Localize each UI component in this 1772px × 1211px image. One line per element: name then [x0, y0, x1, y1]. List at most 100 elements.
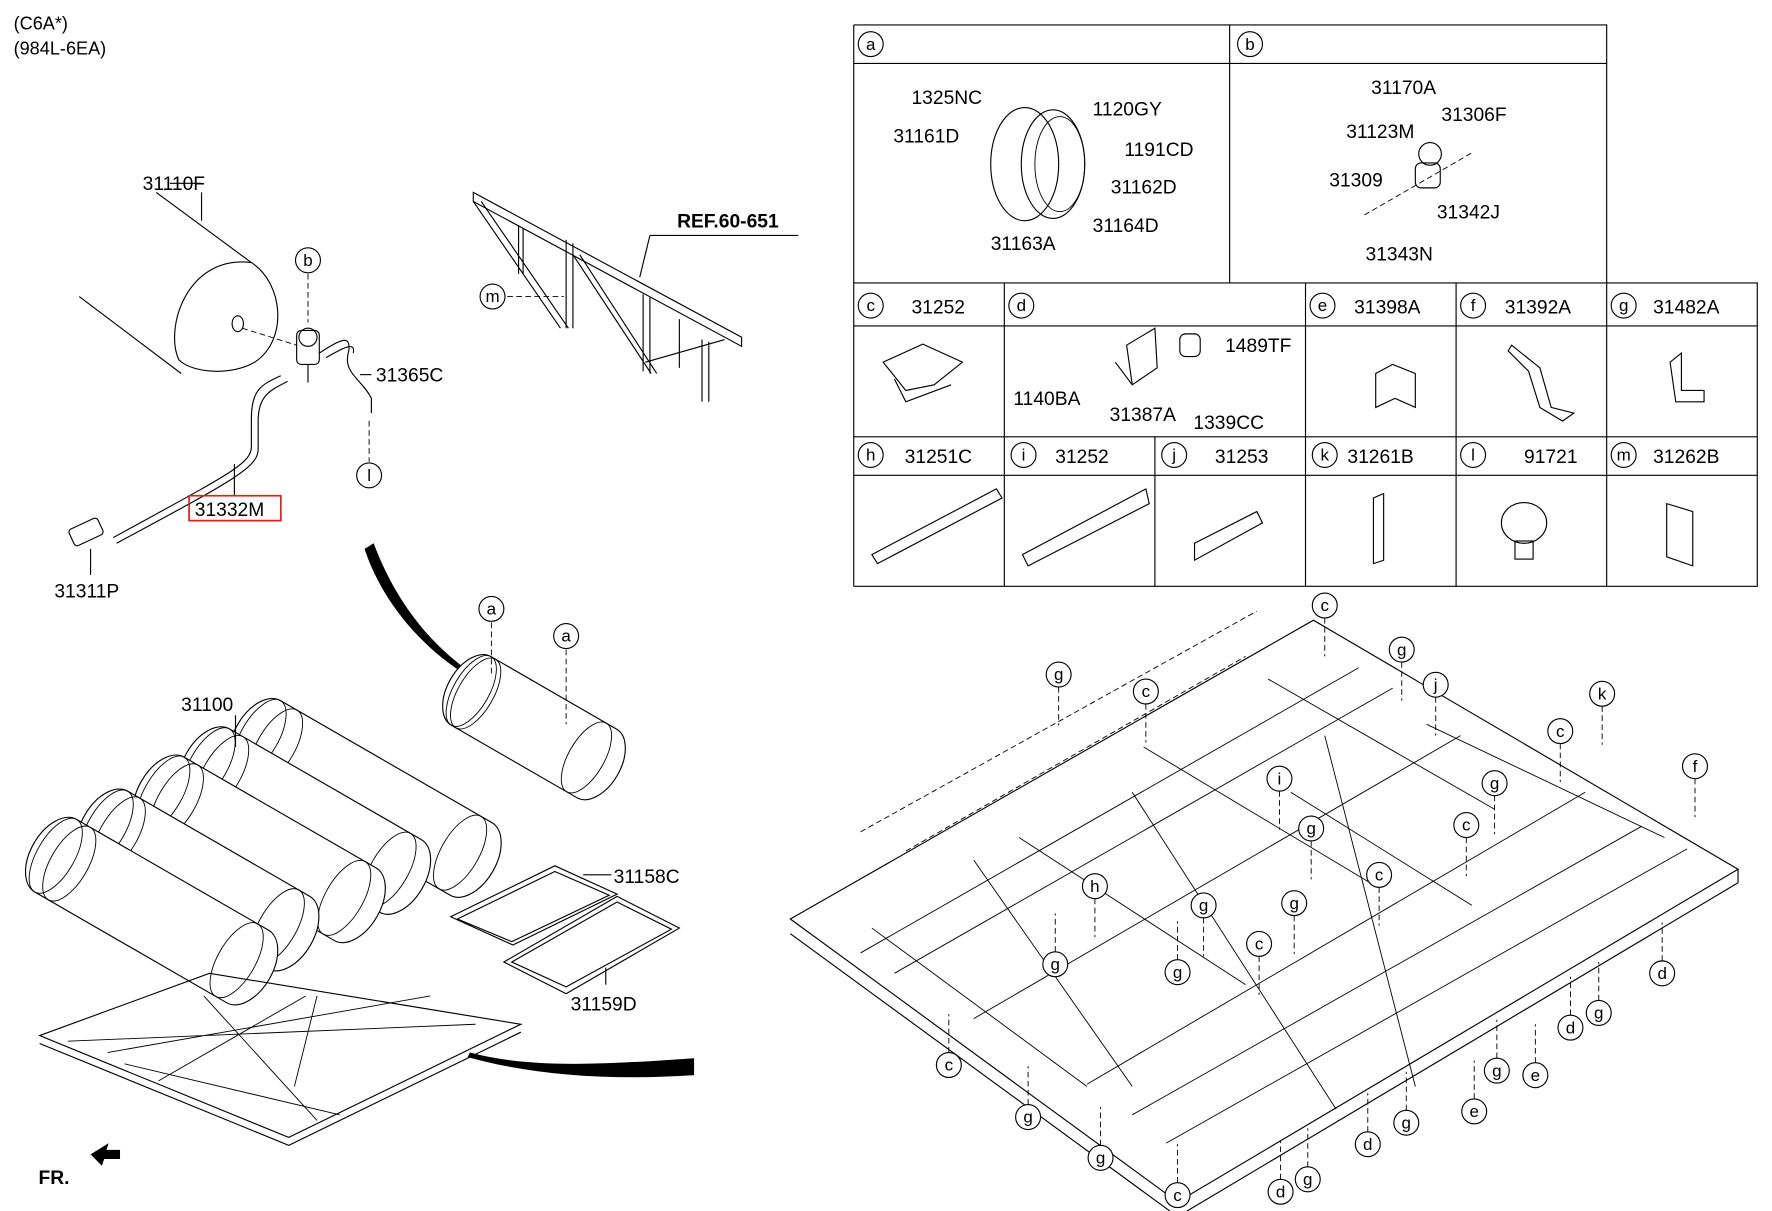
callout-frame-22[interactable]: g [1483, 1057, 1510, 1084]
table-cell-e-letter[interactable]: e [1309, 292, 1336, 319]
callout-circle [1042, 951, 1069, 978]
part-31163A[interactable]: 31163A [991, 234, 1056, 255]
callout-frame-30[interactable]: c [1164, 1182, 1191, 1209]
label-reference[interactable]: REF.60-651 [677, 211, 779, 232]
part-31309[interactable]: 31309 [1329, 171, 1383, 192]
callout-letter: g [1023, 1108, 1032, 1127]
callout-frame-29[interactable]: g [1087, 1144, 1114, 1171]
callout-frame-11[interactable]: c [1453, 812, 1480, 839]
callout-frame-14[interactable]: c [1366, 861, 1393, 888]
callout-circle [1522, 1062, 1549, 1089]
part-1140BA[interactable]: 1140BA [1013, 389, 1080, 410]
callout-circle [1610, 292, 1637, 319]
callout-frame-25[interactable]: g [1015, 1104, 1042, 1131]
callout-circle [356, 462, 383, 489]
table-cell-k-letter[interactable]: k [1311, 441, 1338, 468]
part-31387A[interactable]: 31387A [1110, 405, 1177, 426]
callout-circle [1010, 441, 1037, 468]
table-cell-j-part[interactable]: 31253 [1215, 447, 1269, 468]
callout-left-3[interactable]: a [478, 595, 505, 622]
label-31332M[interactable]: 31332M [195, 500, 265, 521]
callout-circle [1453, 812, 1480, 839]
callout-frame-28[interactable]: d [1354, 1131, 1381, 1158]
callout-left-0[interactable]: b [294, 247, 321, 274]
part-1325NC[interactable]: 1325NC [911, 88, 982, 109]
part-31306F[interactable]: 31306F [1441, 105, 1506, 126]
table-cell-l-part[interactable]: 91721 [1524, 447, 1578, 468]
callout-frame-10[interactable]: g [1298, 815, 1325, 842]
callout-frame-26[interactable]: e [1461, 1098, 1488, 1125]
label-31158C: 31158C [614, 867, 680, 888]
callout-circle [1132, 678, 1159, 705]
table-cell-l-letter[interactable]: l [1460, 441, 1487, 468]
table-cell-c-part[interactable]: 31252 [911, 298, 965, 319]
callout-letter: h [1090, 877, 1099, 896]
callout-left-1[interactable]: l [356, 462, 383, 489]
callout-frame-18[interactable]: g [1164, 959, 1191, 986]
callout-frame-31[interactable]: d [1267, 1178, 1294, 1205]
callout-frame-8[interactable]: i [1266, 765, 1293, 792]
callout-frame-17[interactable]: g [1042, 951, 1069, 978]
table-cell-k-part[interactable]: 31261B [1347, 447, 1413, 468]
callout-frame-9[interactable]: g [1481, 770, 1508, 797]
callout-frame-15[interactable]: g [1281, 890, 1308, 917]
callout-circle [1547, 718, 1574, 745]
part-31162D[interactable]: 31162D [1111, 178, 1177, 199]
table-cell-i-letter[interactable]: i [1010, 441, 1037, 468]
callout-circle [1294, 1166, 1321, 1193]
callout-frame-27[interactable]: g [1393, 1109, 1420, 1136]
callout-letter: d [1566, 1018, 1575, 1037]
part-31123M[interactable]: 31123M [1346, 122, 1414, 143]
callout-frame-23[interactable]: e [1522, 1062, 1549, 1089]
part-1191CD[interactable]: 1191CD [1124, 140, 1193, 161]
callout-frame-3[interactable]: g [1388, 636, 1415, 663]
callout-frame-5[interactable]: k [1589, 680, 1616, 707]
table-cell-c-letter[interactable]: c [857, 292, 884, 319]
callout-frame-24[interactable]: c [935, 1051, 962, 1079]
table-cell-h-letter[interactable]: h [857, 441, 884, 468]
callout-frame-6[interactable]: c [1547, 718, 1574, 745]
table-cell-g-letter[interactable]: g [1610, 292, 1637, 319]
callout-frame-32[interactable]: g [1294, 1166, 1321, 1193]
table-cell-a-letter[interactable]: a [857, 31, 884, 58]
part-31343N[interactable]: 31343N [1366, 244, 1433, 265]
table-cell-m-letter[interactable]: m [1610, 441, 1637, 468]
part-31170A[interactable]: 31170A [1371, 78, 1436, 99]
table-cell-i-part[interactable]: 31252 [1055, 447, 1109, 468]
table-cell-j-letter[interactable]: j [1161, 441, 1188, 468]
callout-left-2[interactable]: m [479, 283, 506, 310]
callout-circle [1015, 1104, 1042, 1131]
callout-frame-20[interactable]: g [1585, 999, 1612, 1026]
callout-letter: c [1556, 722, 1565, 741]
callout-frame-2[interactable]: c [1132, 678, 1159, 705]
table-cell-b-letter[interactable]: b [1237, 31, 1264, 58]
table-cell-f-letter[interactable]: f [1460, 292, 1487, 319]
callout-frame-1[interactable]: g [1045, 661, 1072, 688]
part-1489TF[interactable]: 1489TF [1225, 336, 1291, 357]
part-1120GY[interactable]: 1120GY [1093, 99, 1162, 120]
table-cell-e-part[interactable]: 31398A [1354, 298, 1421, 319]
callout-circle [1557, 1014, 1584, 1041]
callout-frame-0[interactable]: c [1311, 592, 1338, 619]
callout-frame-21[interactable]: d [1557, 1014, 1584, 1041]
callout-letter: f [1471, 296, 1476, 315]
part-31164D[interactable]: 31164D [1093, 216, 1159, 237]
table-cell-d-letter[interactable]: d [1008, 292, 1035, 319]
table-cell-g-part[interactable]: 31482A [1653, 298, 1720, 319]
part-31161D[interactable]: 31161D [893, 127, 959, 148]
callout-frame-7[interactable]: f [1681, 753, 1709, 780]
table-cell-h-part[interactable]: 31251C [905, 447, 973, 468]
table-cell-f-part[interactable]: 31392A [1505, 298, 1572, 319]
callout-circle [1483, 1057, 1510, 1084]
callout-left-4[interactable]: a [553, 623, 580, 650]
callout-circle [1649, 960, 1676, 987]
callout-frame-13[interactable]: g [1190, 892, 1217, 919]
callout-circle [1311, 441, 1338, 468]
part-31342J[interactable]: 31342J [1437, 202, 1500, 223]
callout-frame-4[interactable]: j [1422, 671, 1449, 698]
callout-frame-12[interactable]: h [1081, 873, 1108, 900]
callout-frame-16[interactable]: c [1246, 930, 1273, 957]
callout-frame-19[interactable]: d [1649, 960, 1676, 987]
table-cell-m-part[interactable]: 31262B [1653, 447, 1719, 468]
part-1339CC[interactable]: 1339CC [1193, 413, 1264, 434]
